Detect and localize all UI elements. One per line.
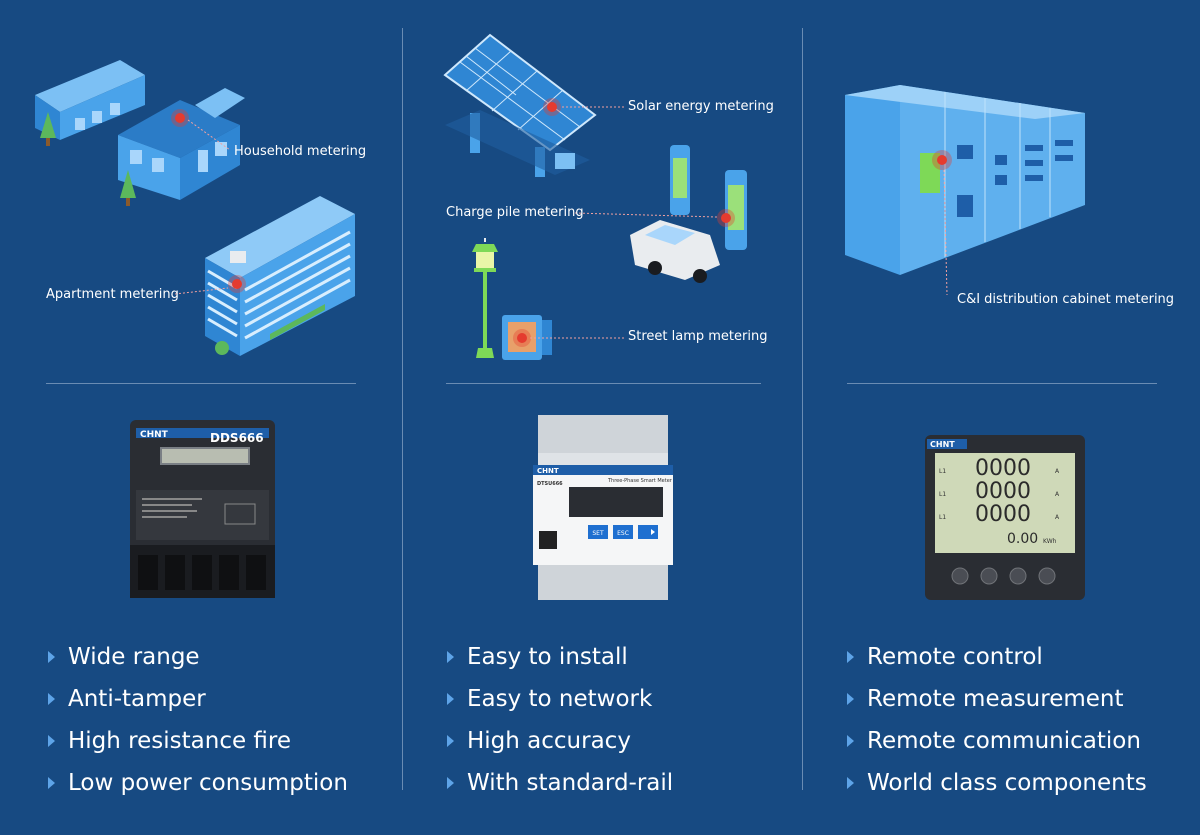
feature-item: With standard-rail bbox=[445, 762, 673, 804]
bullet-arrow-icon bbox=[847, 651, 854, 663]
charging-station-icon bbox=[574, 145, 747, 283]
meter2-model: DTSU666 bbox=[537, 481, 563, 487]
bullet-arrow-icon bbox=[48, 735, 55, 747]
feature-text: World class components bbox=[867, 770, 1147, 796]
column-divider-2 bbox=[802, 28, 803, 790]
charge-pile-metering-label: Charge pile metering bbox=[446, 205, 584, 220]
section-divider-2 bbox=[446, 383, 761, 384]
distribution-cabinet-icon bbox=[845, 85, 1085, 296]
bullet-arrow-icon bbox=[48, 651, 55, 663]
features-list-2: Easy to install Easy to network High acc… bbox=[445, 636, 673, 804]
meter3-row1: 0000 bbox=[975, 456, 1031, 481]
bullet-arrow-icon bbox=[447, 777, 454, 789]
single-phase-meter-icon: CHNT DDS666 bbox=[130, 420, 275, 598]
household-metering-label: Household metering bbox=[234, 144, 367, 159]
meter3-amp-label: A bbox=[1055, 468, 1060, 475]
meter3-brand: CHNT bbox=[930, 440, 955, 449]
feature-item: Remote measurement bbox=[845, 678, 1147, 720]
meter3-energy: 0.00 bbox=[1007, 531, 1038, 547]
feature-item: High accuracy bbox=[445, 720, 673, 762]
bullet-arrow-icon bbox=[447, 693, 454, 705]
bullet-arrow-icon bbox=[847, 777, 854, 789]
solar-panel-icon bbox=[443, 33, 626, 177]
apartment-metering-label: Apartment metering bbox=[46, 287, 179, 302]
panel-meter-icon: CHNT L1 L1 L1 0000 0000 0000 A A A 0.00 … bbox=[925, 435, 1085, 600]
bullet-arrow-icon bbox=[847, 735, 854, 747]
meter1-brand: CHNT bbox=[140, 430, 169, 440]
meter3-amp-label: A bbox=[1055, 514, 1060, 521]
feature-item: Wide range bbox=[46, 636, 348, 678]
column-divider-1 bbox=[402, 28, 403, 790]
feature-item: World class components bbox=[845, 762, 1147, 804]
meter2-subtitle: Three-Phase Smart Meter bbox=[607, 478, 673, 484]
section-divider-3 bbox=[847, 383, 1157, 384]
section-divider-1 bbox=[46, 383, 356, 384]
feature-item: Easy to network bbox=[445, 678, 673, 720]
feature-text: Easy to install bbox=[467, 644, 628, 670]
meter2-set-label: SET bbox=[592, 530, 604, 537]
feature-text: Anti-tamper bbox=[68, 686, 206, 712]
meter2-brand: CHNT bbox=[537, 467, 559, 475]
feature-text: High resistance fire bbox=[68, 728, 292, 754]
feature-item: Low power consumption bbox=[46, 762, 348, 804]
features-list-1: Wide range Anti-tamper High resistance f… bbox=[46, 636, 348, 804]
street-lamp-icon bbox=[472, 238, 498, 358]
meter3-l-label: L1 bbox=[939, 491, 946, 498]
meter3-l-label: L1 bbox=[939, 468, 946, 475]
meter3-l-label: L1 bbox=[939, 514, 946, 521]
houses-icon bbox=[35, 60, 245, 206]
bullet-arrow-icon bbox=[447, 651, 454, 663]
meter3-row3: 0000 bbox=[975, 502, 1031, 527]
feature-text: Wide range bbox=[68, 644, 200, 670]
street-lamp-metering-label: Street lamp metering bbox=[628, 329, 768, 344]
feature-item: Easy to install bbox=[445, 636, 673, 678]
bullet-arrow-icon bbox=[847, 693, 854, 705]
bullet-arrow-icon bbox=[447, 735, 454, 747]
din-rail-meter-icon: CHNT DTSU666 Three-Phase Smart Meter SET… bbox=[533, 415, 673, 600]
feature-text: Remote measurement bbox=[867, 686, 1124, 712]
meter2-esc-label: ESC bbox=[617, 530, 629, 537]
feature-text: With standard-rail bbox=[467, 770, 674, 796]
feature-text: Low power consumption bbox=[68, 770, 348, 796]
feature-item: High resistance fire bbox=[46, 720, 348, 762]
feature-text: Remote control bbox=[867, 644, 1043, 670]
feature-item: Remote control bbox=[845, 636, 1147, 678]
feature-item: Remote communication bbox=[845, 720, 1147, 762]
bullet-arrow-icon bbox=[48, 777, 55, 789]
feature-text: Easy to network bbox=[467, 686, 653, 712]
feature-text: Remote communication bbox=[867, 728, 1141, 754]
meter3-unit: KWh bbox=[1043, 538, 1057, 545]
features-list-3: Remote control Remote measurement Remote… bbox=[845, 636, 1147, 804]
meter3-amp-label: A bbox=[1055, 491, 1060, 498]
bullet-arrow-icon bbox=[48, 693, 55, 705]
apartment-building-icon bbox=[174, 196, 355, 356]
meter3-row2: 0000 bbox=[975, 479, 1031, 504]
feature-text: High accuracy bbox=[467, 728, 631, 754]
solar-energy-metering-label: Solar energy metering bbox=[628, 99, 774, 114]
street-lamp-meter-box-icon bbox=[502, 315, 624, 360]
meter1-model: DDS666 bbox=[210, 431, 264, 445]
feature-item: Anti-tamper bbox=[46, 678, 348, 720]
cabinet-metering-label: C&I distribution cabinet metering bbox=[957, 292, 1175, 307]
